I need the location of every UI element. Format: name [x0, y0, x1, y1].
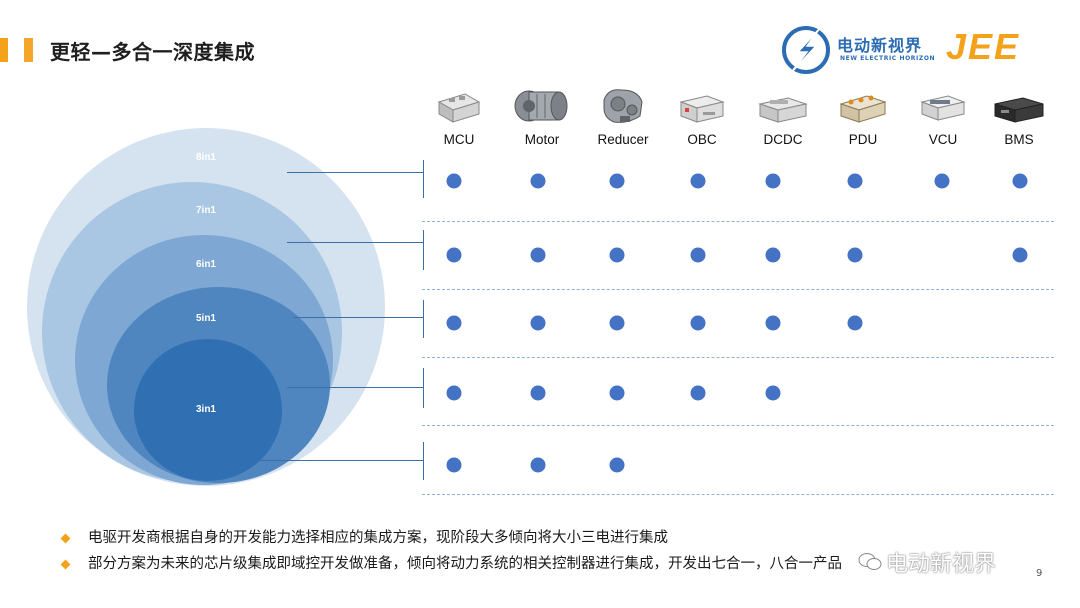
wechat-icon — [858, 553, 882, 570]
dot-8in1-vcu — [934, 173, 950, 189]
connector-7in1 — [287, 242, 424, 243]
logo-jee-text: JEE — [946, 26, 1021, 67]
dot-8in1-dcdc — [765, 173, 781, 189]
dot-8in1-mcu — [446, 173, 462, 189]
vcu-controller-icon — [903, 86, 983, 126]
circle-label-6in1: 6in1 — [195, 259, 216, 270]
bullet-item: 部分方案为未来的芯片级集成即域控开发做准备，倾向将动力系统的相关控制器进行集成，… — [60, 551, 1060, 577]
slide-title: 更轻—多合一深度集成 — [50, 40, 255, 64]
diamond-bullet-icon — [60, 559, 71, 570]
component-vcu: VCU — [903, 86, 983, 147]
row-tick-7in1 — [423, 230, 424, 270]
component-label-dcdc: DCDC — [763, 132, 803, 147]
dot-7in1-obc — [690, 247, 706, 263]
row-divider — [422, 357, 1054, 358]
component-obc: OBC — [662, 86, 742, 147]
motor-icon — [502, 86, 582, 126]
dot-6in1-motor — [530, 315, 546, 331]
dot-7in1-pdu — [847, 247, 863, 263]
row-tick-5in1 — [423, 368, 424, 408]
dot-7in1-motor — [530, 247, 546, 263]
dot-7in1-dcdc — [765, 247, 781, 263]
pdu-icon — [823, 86, 903, 126]
circle-label-5in1: 5in1 — [195, 313, 216, 324]
dot-8in1-motor — [530, 173, 546, 189]
bms-icon — [979, 86, 1059, 126]
circle-3in1 — [134, 339, 282, 481]
dot-6in1-mcu — [446, 315, 462, 331]
component-reducer: Reducer — [583, 86, 663, 147]
component-bms: BMS — [979, 86, 1059, 147]
component-label-mcu: MCU — [443, 132, 475, 147]
connector-8in1 — [287, 172, 424, 173]
row-divider — [422, 425, 1054, 426]
watermark-text: 电动新视界 — [886, 552, 997, 577]
dot-3in1-motor — [530, 457, 546, 473]
row-tick-6in1 — [423, 300, 424, 338]
component-pdu: PDU — [823, 86, 903, 147]
dot-5in1-reducer — [609, 385, 625, 401]
logo-chinese-text: 电动新视界 — [837, 36, 923, 55]
watermark: 电动新视界 — [858, 546, 996, 578]
component-label-reducer: Reducer — [597, 132, 649, 147]
dot-5in1-obc — [690, 385, 706, 401]
component-label-motor: Motor — [524, 132, 560, 147]
component-dcdc: DCDC — [743, 86, 823, 147]
component-motor: Motor — [502, 86, 582, 147]
mcu-inverter-icon — [419, 86, 499, 126]
bullet-item: 电驱开发商根据自身的开发能力选择相应的集成方案，现阶段大多倾向将大小三电进行集成 — [60, 525, 1060, 551]
component-label-bms: BMS — [1004, 132, 1034, 147]
row-tick-8in1 — [423, 160, 424, 198]
row-divider — [422, 494, 1054, 495]
page-number: 9 — [1036, 568, 1043, 579]
connector-5in1 — [287, 387, 424, 388]
title-accent-bar — [0, 38, 8, 62]
dot-6in1-reducer — [609, 315, 625, 331]
component-label-vcu: VCU — [928, 132, 958, 147]
dot-6in1-pdu — [847, 315, 863, 331]
dot-5in1-dcdc — [765, 385, 781, 401]
obc-charger-icon — [662, 86, 742, 126]
row-divider — [422, 221, 1054, 222]
brand-logo: 电动新视界 NEW ELECTRIC HORIZON JEE — [780, 20, 1070, 76]
dot-6in1-obc — [690, 315, 706, 331]
dot-8in1-pdu — [847, 173, 863, 189]
logo-english-text: NEW ELECTRIC HORIZON — [840, 55, 936, 62]
diamond-bullet-icon — [60, 533, 71, 544]
title-accent-bar-secondary — [24, 38, 33, 62]
row-divider — [422, 289, 1054, 290]
circle-label-3in1: 3in1 — [195, 404, 216, 415]
connector-3in1 — [254, 460, 424, 461]
dot-5in1-mcu — [446, 385, 462, 401]
component-label-obc: OBC — [687, 132, 717, 147]
row-tick-3in1 — [423, 442, 424, 480]
dot-7in1-reducer — [609, 247, 625, 263]
dot-3in1-mcu — [446, 457, 462, 473]
circle-label-7in1: 7in1 — [195, 205, 216, 216]
reducer-gearbox-icon — [583, 86, 663, 126]
component-mcu: MCU — [419, 86, 499, 147]
bullet-text: 电驱开发商根据自身的开发能力选择相应的集成方案，现阶段大多倾向将大小三电进行集成 — [88, 530, 668, 546]
lightning-globe-icon — [782, 26, 830, 75]
dot-7in1-mcu — [446, 247, 462, 263]
dot-8in1-bms — [1012, 173, 1028, 189]
dot-7in1-bms — [1012, 247, 1028, 263]
dot-3in1-reducer — [609, 457, 625, 473]
dcdc-converter-icon — [743, 86, 823, 126]
bullet-text: 部分方案为未来的芯片级集成即域控开发做准备，倾向将动力系统的相关控制器进行集成，… — [88, 556, 842, 572]
component-label-pdu: PDU — [848, 132, 878, 147]
dot-5in1-motor — [530, 385, 546, 401]
circle-label-8in1: 8in1 — [195, 152, 216, 163]
dot-6in1-dcdc — [765, 315, 781, 331]
dot-8in1-obc — [690, 173, 706, 189]
bullet-list: 电驱开发商根据自身的开发能力选择相应的集成方案，现阶段大多倾向将大小三电进行集成… — [60, 525, 1060, 577]
dot-8in1-reducer — [609, 173, 625, 189]
connector-6in1 — [293, 317, 424, 318]
